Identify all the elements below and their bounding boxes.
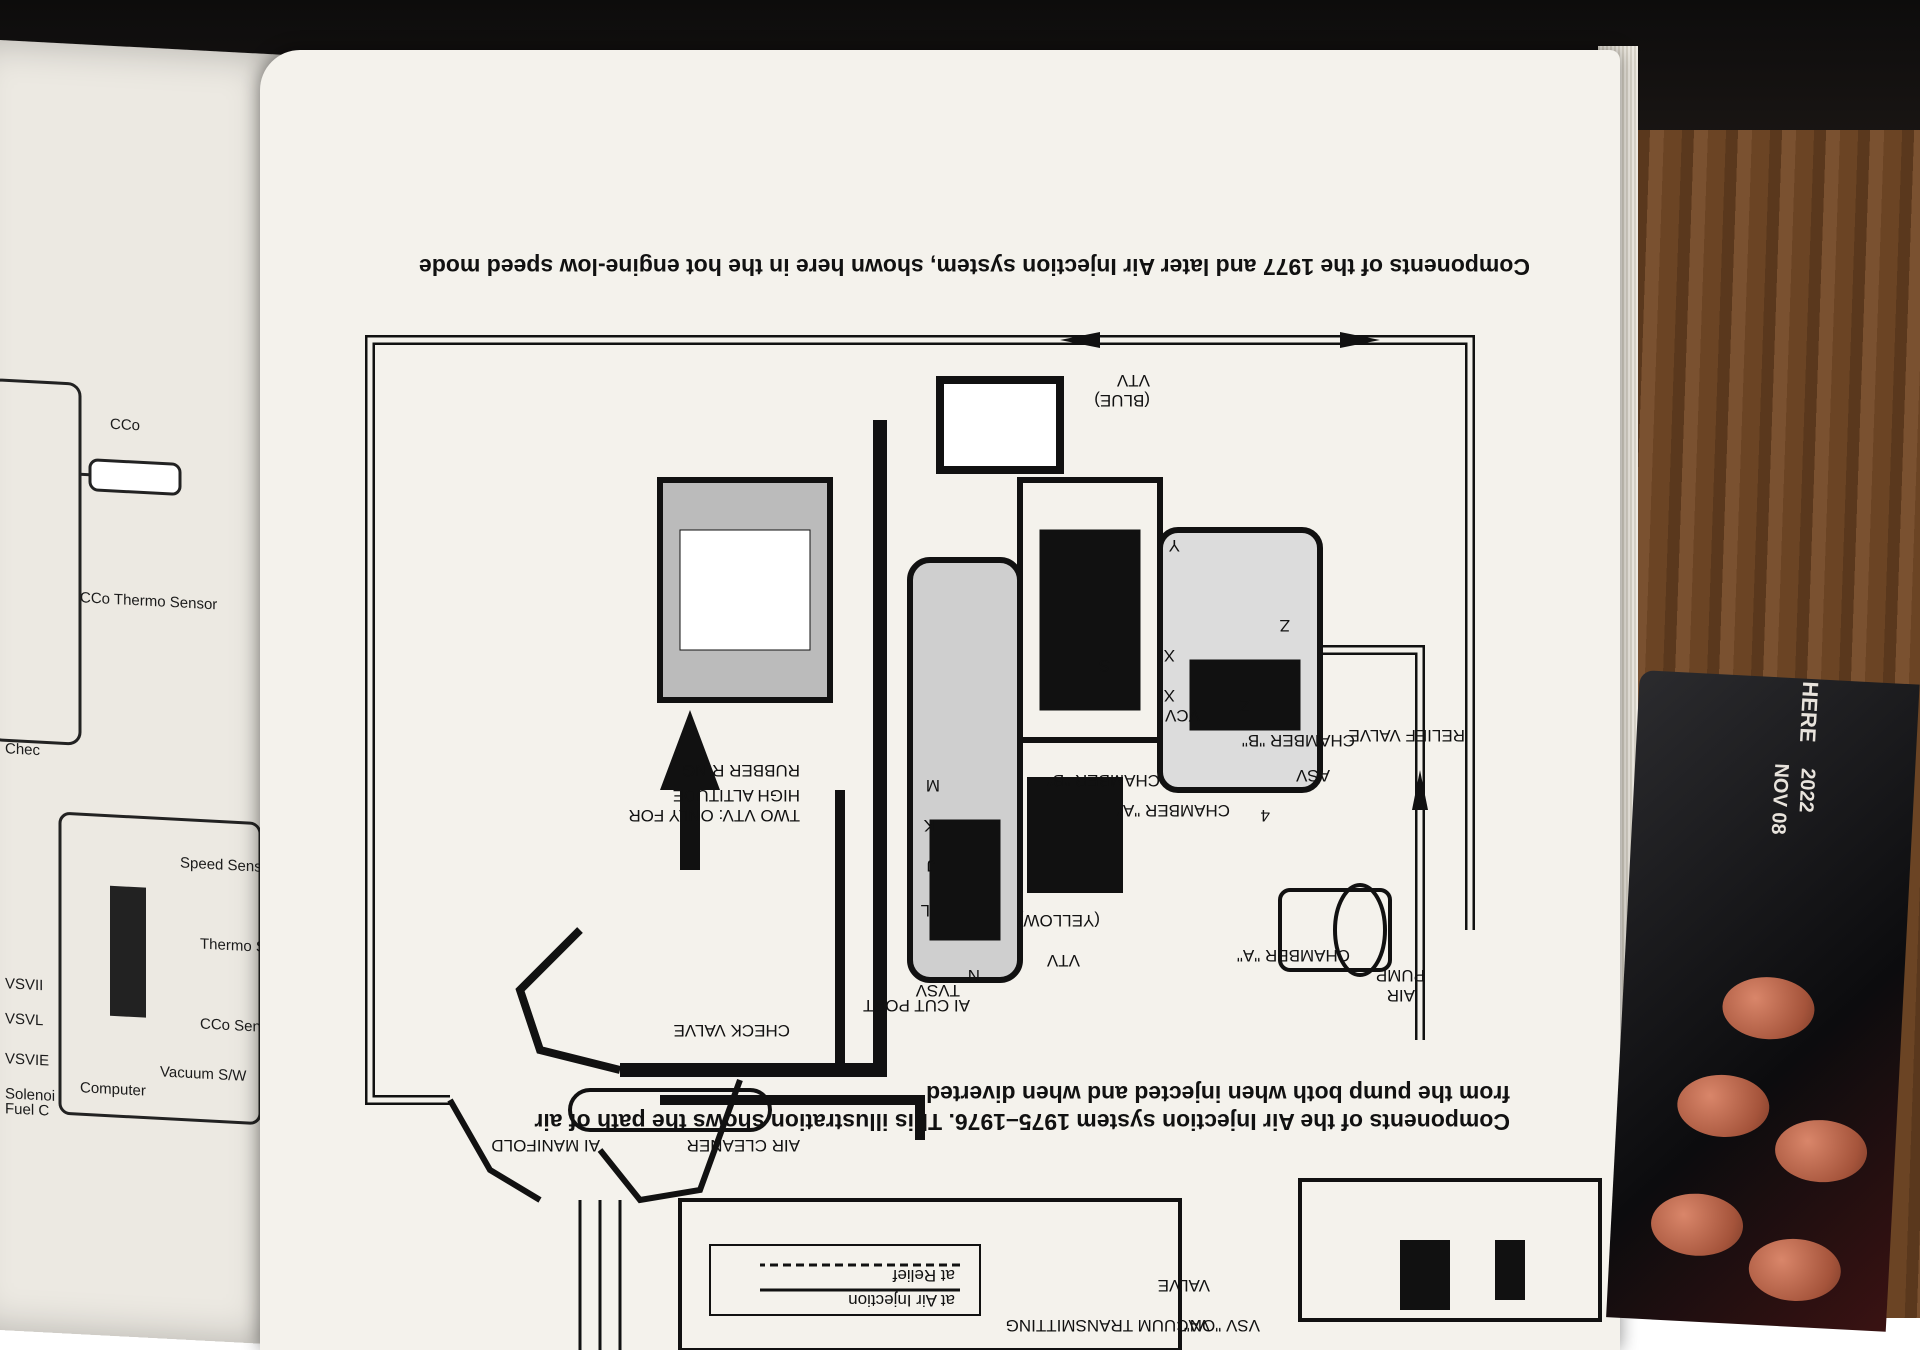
left-label-9: VSVIE: [5, 1050, 50, 1070]
peanut: [1773, 1117, 1869, 1185]
left-wiring-diagram: [0, 378, 262, 1125]
diagram-1977: [365, 332, 1475, 1204]
left-label-0: CCo: [110, 415, 141, 435]
letter-x1: X: [1164, 646, 1175, 665]
label-chamber-b-top: CHAMBER "B": [1242, 731, 1355, 750]
air-injection-diagram: RELIEF VALVE CHAMBER "B" VCV VTV (BLUE) …: [365, 332, 1602, 1350]
left-book-page: CCo CCo Thermo Sensor Speed Sensor Therm…: [0, 40, 300, 1346]
label-blue: (BLUE): [1094, 391, 1150, 410]
label-rubber-ring: RUBBER RING: [682, 761, 800, 780]
bag-year: 2022: [1794, 767, 1819, 814]
label-at-relief: at Relief: [892, 1266, 955, 1285]
label-relief-valve: RELIEF VALVE: [1348, 726, 1465, 745]
label-ai-manifold: AI MANIFOLD: [491, 1136, 600, 1155]
peanut: [1675, 1072, 1771, 1140]
label-ai-cut-port: AI CUT PORT: [863, 996, 970, 1015]
label-air-pump-2: PUMP: [1376, 966, 1425, 985]
letter-n: N: [968, 966, 980, 985]
bag-text-here: HERE: [1795, 680, 1824, 744]
label-vtv-blue: VTV: [1116, 371, 1150, 390]
peanut: [1720, 974, 1817, 1042]
label-chamber-a2: CHAMBER "A": [1237, 946, 1350, 965]
letter-4: 4: [1261, 806, 1270, 825]
letter-k: K: [923, 816, 935, 835]
label-vacuum-transmitting: VACUUM TRANSMITTING: [1006, 1316, 1210, 1335]
peanut: [1649, 1191, 1745, 1259]
label-chamber-b: CHAMBER "B": [1047, 771, 1160, 790]
label-vtv-yellow: VTV: [1046, 951, 1080, 970]
letter-m: M: [926, 776, 940, 795]
upside-down-content: Components of the 1977 and later Air Inj…: [260, 50, 1620, 1350]
label-valve: VALVE: [1158, 1276, 1210, 1295]
label-chamber-a: CHAMBER "A": [1117, 801, 1230, 820]
label-vcv: VCV: [1164, 706, 1200, 725]
left-label-11: VSVII: [5, 975, 44, 995]
letter-j: J: [927, 856, 936, 875]
label-two-vtv-2: HIGH ALTITUDE: [673, 786, 800, 805]
label-air-pump-1: AIR: [1387, 986, 1415, 1005]
right-book-page: Components of the 1977 and later Air Inj…: [260, 50, 1620, 1350]
label-air-cleaner: AIR CLEANER: [687, 1136, 800, 1155]
bag-date: NOV 08: [1766, 762, 1793, 836]
label-check-valve: CHECK VALVE: [673, 1021, 790, 1040]
letter-y: Y: [1169, 536, 1180, 555]
label-tvsv: TVSV: [915, 981, 960, 1000]
label-two-vtv-1: TWO VTV: ONLY FOR: [628, 806, 800, 825]
letter-z2: Z: [1280, 616, 1290, 635]
label-at-air-injection: at Air Injection: [848, 1291, 955, 1310]
peanut: [1747, 1236, 1843, 1304]
letter-s: S: [1099, 656, 1110, 675]
label-vsv-on: VSV "ON": [1184, 1316, 1260, 1335]
snack-bag: HERE NOV 08 2022: [1606, 670, 1920, 1332]
label-yellow: (YELLOW): [1018, 911, 1100, 930]
left-label-10: VSVL: [5, 1010, 44, 1030]
letter-z1: Z: [1240, 696, 1250, 715]
label-asv: ASV: [1295, 766, 1330, 785]
left-label-6: Computer: [80, 1079, 146, 1100]
left-label-12: Chec: [5, 740, 41, 760]
left-label-8: Solenoi: [5, 1085, 56, 1105]
letter-x2: X: [1164, 686, 1175, 705]
letter-l: L: [921, 901, 930, 920]
